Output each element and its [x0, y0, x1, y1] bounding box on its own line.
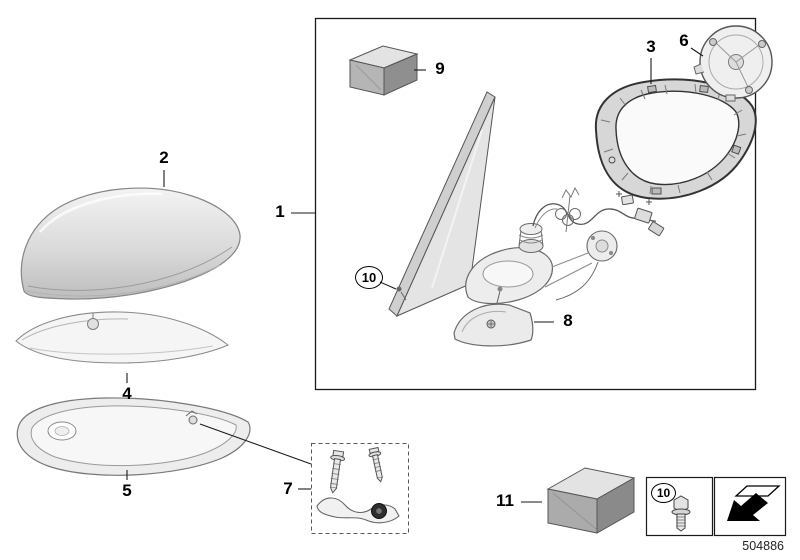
arrow-solid-icon — [727, 493, 768, 521]
mirror-cap-part — [20, 187, 241, 300]
callout-9: 9 — [435, 59, 445, 78]
mirror-base-harness-part — [465, 186, 665, 305]
lower-housing-part — [16, 397, 251, 476]
gasket-part — [453, 286, 534, 347]
callout-11: 11 — [496, 491, 514, 510]
mirror-frame-part — [594, 78, 757, 200]
hardware-kit-box-7 — [311, 443, 409, 534]
callout-4: 4 — [122, 384, 132, 403]
callout-10-circled: 10 — [355, 266, 383, 289]
mirror-glass-part — [388, 91, 496, 317]
leader-lines — [126, 47, 704, 503]
legend-screw-box — [645, 476, 714, 537]
callout-3: 3 — [646, 37, 656, 56]
callout-6: 6 — [679, 31, 689, 50]
arrow-outline-icon — [734, 485, 781, 497]
drive-unit-part — [693, 25, 773, 102]
part-number: 504886 — [742, 539, 784, 553]
callout-1: 1 — [275, 202, 285, 221]
callout-8: 8 — [563, 311, 573, 330]
small-box-part-9 — [348, 45, 419, 96]
turn-signal-part — [15, 311, 230, 364]
main-frame-box — [314, 17, 757, 391]
callout-2: 2 — [159, 148, 169, 167]
callout-5: 5 — [122, 481, 132, 500]
callout-7: 7 — [283, 479, 293, 498]
box-part-11 — [546, 467, 636, 534]
legend-callout-10-circled: 10 — [651, 483, 676, 503]
legend-arrow-box — [713, 476, 787, 537]
